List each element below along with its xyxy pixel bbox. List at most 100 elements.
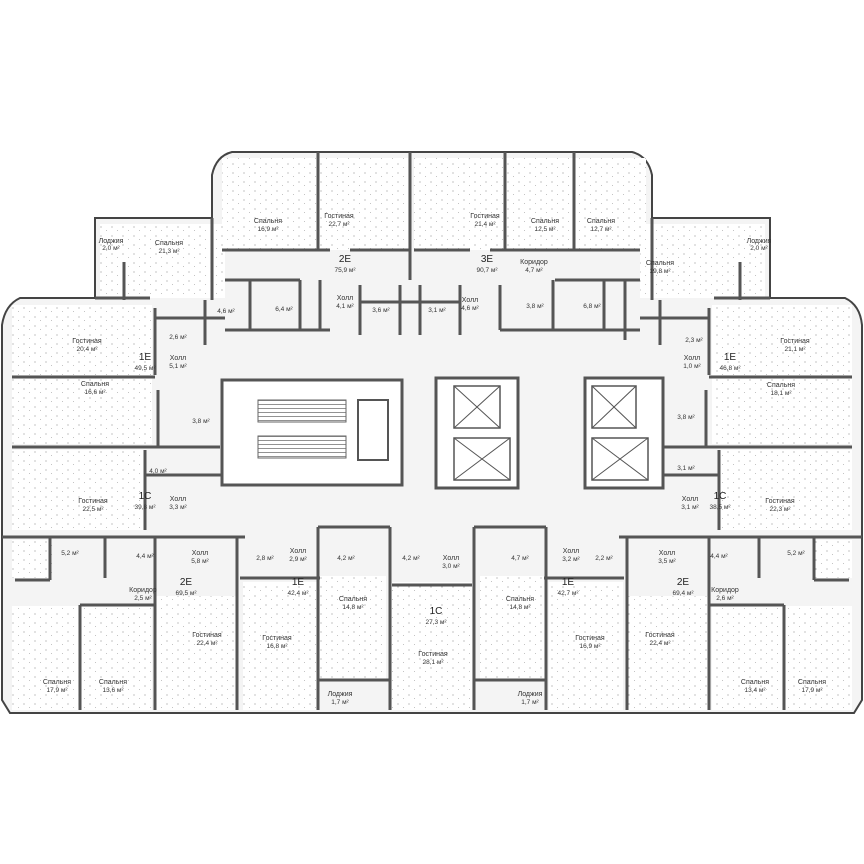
svg-text:Холл: Холл (290, 548, 307, 555)
svg-text:Лоджия: Лоджия (328, 691, 353, 698)
svg-text:Спальня: Спальня (254, 218, 282, 225)
svg-text:Гостиная: Гостиная (72, 338, 102, 345)
svg-text:Спальня: Спальня (339, 596, 367, 603)
svg-text:Гостиная: Гостиная (324, 213, 354, 220)
svg-text:2,2 м²: 2,2 м² (595, 555, 613, 562)
room-label: 2,2 м² (595, 555, 613, 562)
svg-text:46,8 м²: 46,8 м² (719, 365, 741, 372)
svg-text:5,2 м²: 5,2 м² (787, 550, 805, 557)
svg-text:4,7 м²: 4,7 м² (525, 267, 543, 274)
svg-text:49,5 м²: 49,5 м² (134, 365, 156, 372)
svg-text:12,7 м²: 12,7 м² (590, 226, 612, 233)
room-label: 4,4 м² (136, 553, 154, 560)
room-label: 4,4 м² (710, 553, 728, 560)
svg-text:3,8 м²: 3,8 м² (677, 414, 695, 421)
room-label: 4,6 м² (217, 308, 235, 315)
svg-text:6,8 м²: 6,8 м² (583, 303, 601, 310)
svg-text:1E: 1E (562, 577, 575, 588)
svg-text:14,8 м²: 14,8 м² (509, 604, 531, 611)
svg-text:3,1 м²: 3,1 м² (681, 504, 699, 511)
svg-text:Спальня: Спальня (767, 382, 795, 389)
svg-text:Холл: Холл (337, 295, 354, 302)
svg-text:3,1 м²: 3,1 м² (428, 307, 446, 314)
svg-text:Лоджия: Лоджия (99, 238, 124, 245)
svg-text:4,2 м²: 4,2 м² (402, 555, 420, 562)
svg-text:1C: 1C (714, 491, 727, 502)
svg-text:1E: 1E (724, 352, 737, 363)
room-label: 4,2 м² (337, 555, 355, 562)
svg-text:42,4 м²: 42,4 м² (287, 590, 309, 597)
svg-text:2,3 м²: 2,3 м² (685, 337, 703, 344)
svg-text:75,9 м²: 75,9 м² (334, 267, 356, 274)
svg-text:19,8 м²: 19,8 м² (649, 268, 671, 275)
svg-text:16,9 м²: 16,9 м² (257, 226, 279, 233)
svg-text:Спальня: Спальня (587, 218, 615, 225)
svg-text:Гостиная: Гостиная (470, 213, 500, 220)
svg-text:21,4 м²: 21,4 м² (474, 221, 496, 228)
svg-text:Спальня: Спальня (506, 596, 534, 603)
svg-text:16,8 м²: 16,8 м² (266, 643, 288, 650)
svg-text:Холл: Холл (462, 297, 479, 304)
svg-text:4,7 м²: 4,7 м² (511, 555, 529, 562)
svg-text:22,5 м²: 22,5 м² (82, 506, 104, 513)
svg-text:2,0 м²: 2,0 м² (102, 245, 120, 252)
svg-text:3,5 м²: 3,5 м² (658, 558, 676, 565)
svg-text:1C: 1C (139, 491, 152, 502)
svg-text:2,9 м²: 2,9 м² (289, 556, 307, 563)
svg-text:Спальня: Спальня (798, 679, 826, 686)
svg-text:Холл: Холл (682, 496, 699, 503)
svg-text:2,6 м²: 2,6 м² (169, 334, 187, 341)
svg-text:Холл: Холл (659, 550, 676, 557)
svg-text:3,2 м²: 3,2 м² (562, 556, 580, 563)
room-label: 3,8 м² (677, 414, 695, 421)
room-label: 3,8 м² (192, 418, 210, 425)
svg-text:4,6 м²: 4,6 м² (217, 308, 235, 315)
svg-text:Гостиная: Гостиная (192, 632, 222, 639)
svg-text:22,7 м²: 22,7 м² (328, 221, 350, 228)
svg-text:90,7 м²: 90,7 м² (476, 267, 498, 274)
svg-text:13,6 м²: 13,6 м² (102, 687, 124, 694)
svg-text:Лоджия: Лоджия (518, 691, 543, 698)
svg-text:38,5 м²: 38,5 м² (709, 504, 731, 511)
room-label: 2,6 м² (169, 334, 187, 341)
svg-text:Гостиная: Гостиная (78, 498, 108, 505)
svg-text:Спальня: Спальня (646, 260, 674, 267)
svg-text:13,4 м²: 13,4 м² (744, 687, 766, 694)
svg-text:Холл: Холл (684, 355, 701, 362)
svg-text:22,4 м²: 22,4 м² (649, 640, 671, 647)
svg-text:5,1 м²: 5,1 м² (169, 363, 187, 370)
svg-text:20,4 м²: 20,4 м² (76, 346, 98, 353)
svg-text:4,1 м²: 4,1 м² (336, 303, 354, 310)
svg-text:5,2 м²: 5,2 м² (61, 550, 79, 557)
svg-text:1,7 м²: 1,7 м² (521, 699, 539, 706)
svg-text:Коридор: Коридор (129, 587, 157, 594)
room-label: 4,0 м² (149, 468, 167, 475)
